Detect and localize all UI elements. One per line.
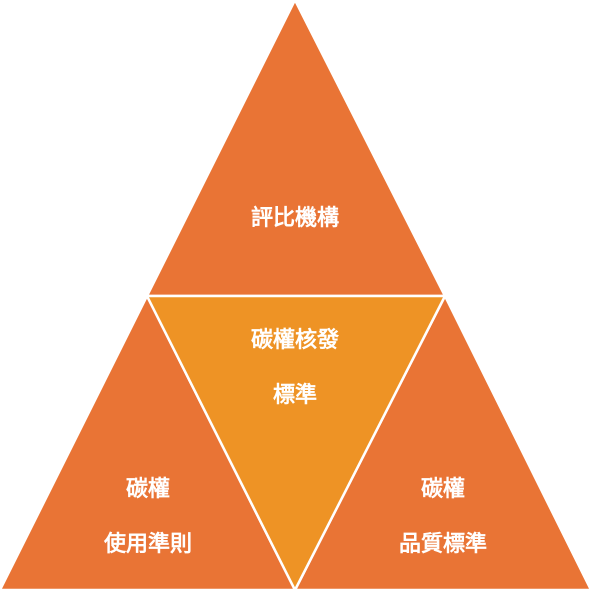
- top-triangle: [144, 0, 448, 298]
- center-label-line2: 標準: [272, 383, 318, 408]
- top-label: 評比機構: [250, 206, 340, 231]
- center-label-line1: 碳權核發: [250, 328, 340, 353]
- bottom-right-label-line1: 碳權: [420, 477, 466, 502]
- center-inverted-triangle: [144, 294, 448, 593]
- bottom-left-label-line2: 使用準則: [103, 532, 193, 557]
- bottom-left-label-line1: 碳權: [125, 477, 171, 502]
- bottom-right-label-line2: 品質標準: [398, 532, 488, 557]
